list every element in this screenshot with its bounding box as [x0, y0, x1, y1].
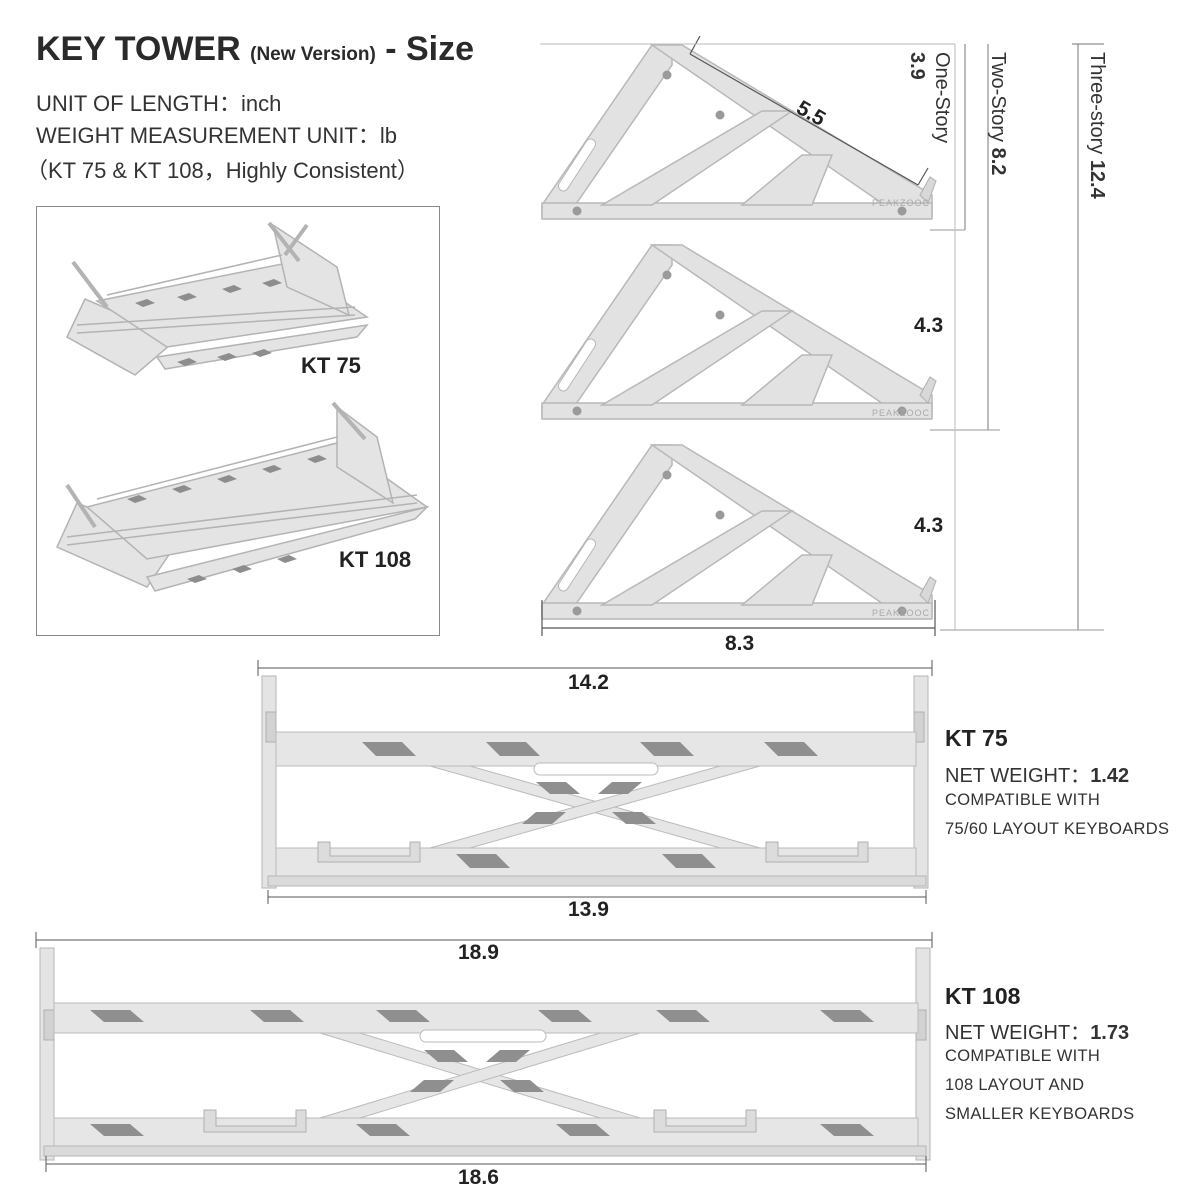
product-photos-panel: KT 75 KT 108 — [36, 206, 440, 636]
title-version: (New Version) — [250, 44, 376, 65]
kt75-net-weight-value: 1.42 — [1090, 765, 1130, 787]
base-width-dimension: 8.3 — [725, 632, 755, 655]
kt108-compat-line-2: 108 LAYOUT AND — [945, 1076, 1085, 1094]
kt75-bottom-width: 13.9 — [568, 898, 609, 921]
one-story-label: One-Story — [930, 52, 953, 143]
page-title: KEY TOWER (New Version) - Size — [36, 30, 474, 69]
one-story-value: 3.9 — [906, 52, 928, 80]
kt75-top-width: 14.2 — [568, 671, 609, 694]
three-story-value: 12.4 — [1086, 159, 1108, 199]
brand-mark-1: PEAKZOOC — [872, 198, 931, 208]
two-story-value: 8.2 — [987, 147, 1009, 176]
kt108-model-name: KT 108 — [945, 983, 1021, 1009]
kt108-top-width: 18.9 — [458, 941, 499, 964]
tier-3-height: 4.3 — [914, 514, 944, 537]
brand-mark-2: PEAKZOOC — [872, 408, 931, 418]
kt108-photo-label: KT 108 — [339, 547, 412, 572]
kt75-net-weight-label: NET WEIGHT： — [945, 765, 1091, 787]
kt108-net-weight-value: 1.73 — [1090, 1022, 1130, 1044]
one-story-text: One-Story — [931, 52, 953, 144]
title-text: KEY TOWER — [36, 30, 241, 68]
unit-weight-text: WEIGHT MEASUREMENT UNIT：lb — [36, 123, 397, 148]
kt75-net-weight: NET WEIGHT：1.42 — [945, 759, 1129, 788]
kt108-net-weight-label: NET WEIGHT： — [945, 1022, 1091, 1044]
brand-mark-3: PEAKZOOC — [872, 608, 931, 618]
tier-2-height: 4.3 — [914, 314, 944, 337]
two-story-text: Two-Story — [987, 52, 1009, 143]
three-story-text: Three-story — [1086, 52, 1108, 155]
kt108-compat-line-3: SMALLER KEYBOARDS — [945, 1105, 1135, 1123]
two-story-label: Two-Story 8.2 — [986, 52, 1009, 175]
kt75-compat-line-2: 75/60 LAYOUT KEYBOARDS — [945, 820, 1170, 838]
kt108-net-weight: NET WEIGHT：1.73 — [945, 1016, 1129, 1045]
kt108-bottom-width: 18.6 — [458, 1166, 499, 1189]
kt75-model-name: KT 75 — [945, 725, 1008, 751]
kt75-perspective-image — [56, 221, 430, 592]
consistency-note: （KT 75 & KT 108，Highly Consistent） — [26, 158, 419, 183]
three-story-label: Three-story 12.4 — [1085, 52, 1108, 199]
kt75-photo-label: KT 75 — [301, 353, 361, 378]
unit-length-text: UNIT OF LENGTH：inch — [36, 91, 282, 116]
kt75-compat-line-1: COMPATIBLE WITH — [945, 791, 1101, 809]
title-suffix: - Size — [385, 30, 475, 68]
kt108-compat-line-1: COMPATIBLE WITH — [945, 1047, 1101, 1065]
